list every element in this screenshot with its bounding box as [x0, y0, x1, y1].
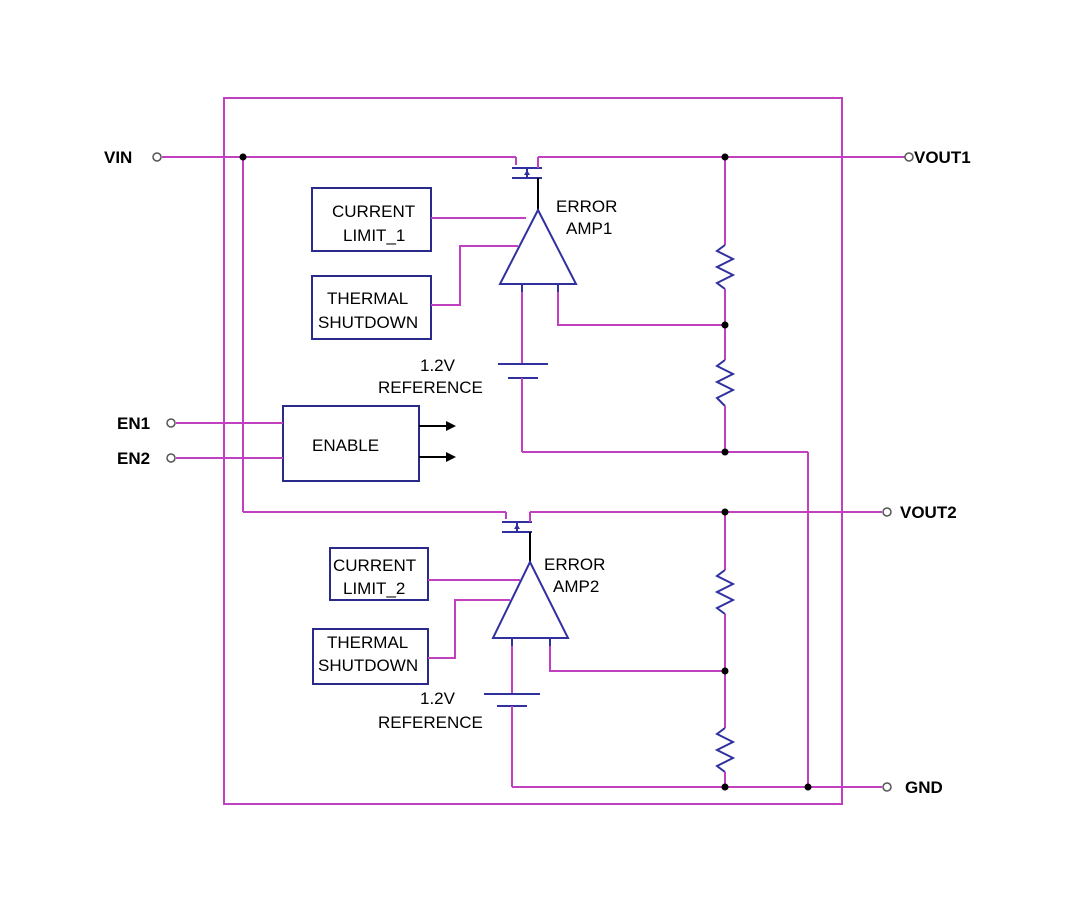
error-amp-1-label-line1: ERROR	[556, 197, 617, 216]
vout1-terminal	[904, 152, 914, 162]
thermal-shutdown-2-line2: SHUTDOWN	[318, 656, 418, 675]
vout2-terminal	[882, 507, 892, 517]
error-amp-1	[498, 207, 578, 292]
thermal-shutdown-2-line1: THERMAL	[327, 633, 408, 652]
current-limit-2-line1: CURRENT	[333, 556, 416, 575]
pass-transistor-2	[502, 521, 532, 562]
thermal-shutdown-1-box	[311, 275, 432, 340]
current-limit-2-line2: LIMIT_2	[343, 579, 405, 598]
reference-2-line2: REFERENCE	[378, 713, 483, 732]
resistor-divider-2	[714, 512, 736, 787]
current-limit-1-box	[311, 187, 432, 252]
current-limit-1-line1: CURRENT	[332, 202, 415, 221]
enable-arrows	[419, 421, 456, 462]
current-limit-1-line2: LIMIT_1	[343, 226, 405, 245]
reference-1-line1: 1.2V	[420, 356, 456, 375]
en2-terminal	[166, 453, 176, 463]
junction-dots	[239, 153, 812, 791]
thermal-shutdown-2-box	[312, 628, 429, 685]
en2-label: EN2	[117, 449, 150, 468]
thermal-shutdown-1-line1: THERMAL	[327, 289, 408, 308]
en1-label: EN1	[117, 414, 150, 433]
thermal-shutdown-1-line2: SHUTDOWN	[318, 313, 418, 332]
error-amp-2	[491, 559, 570, 646]
reference-2-line1: 1.2V	[420, 689, 456, 708]
gnd-terminal	[882, 782, 892, 792]
chip-outline	[223, 97, 843, 805]
en1-terminal	[166, 418, 176, 428]
enable-label: ENABLE	[312, 436, 379, 455]
vin-wiring	[162, 156, 517, 519]
vin-terminal	[152, 152, 162, 162]
pass-transistor-1	[512, 167, 542, 210]
current-limit-2-box	[329, 547, 429, 601]
vout1-label: VOUT1	[914, 148, 971, 167]
gnd-label: GND	[905, 778, 943, 797]
reference-1	[498, 292, 808, 453]
reference-1-line2: REFERENCE	[378, 378, 483, 397]
error-amp-2-label-line1: ERROR	[544, 555, 605, 574]
enable-box	[282, 405, 420, 482]
reference-2	[484, 646, 882, 788]
resistor-divider-1	[714, 157, 736, 452]
vout2-label: VOUT2	[900, 503, 957, 522]
vin-label: VIN	[104, 148, 132, 167]
error-amp-1-label-line2: AMP1	[566, 219, 612, 238]
error-amp-2-label-line2: AMP2	[553, 577, 599, 596]
